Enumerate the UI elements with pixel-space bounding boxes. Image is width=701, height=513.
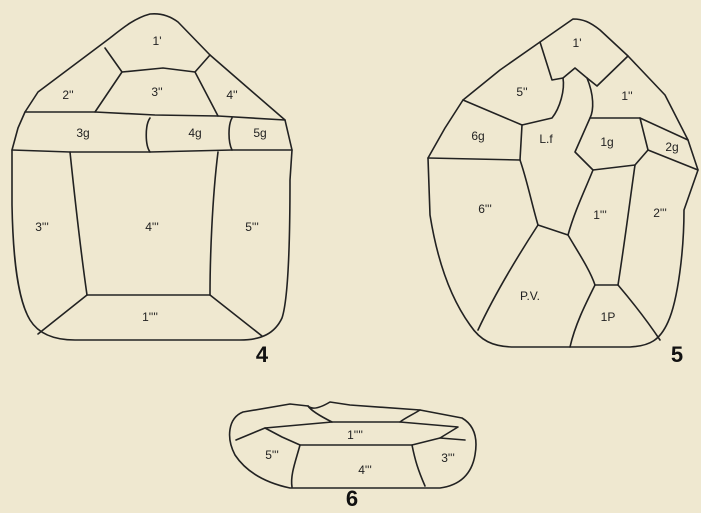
plate-label: P.V. (520, 289, 540, 303)
fig4-suture (210, 152, 218, 295)
fig5-suture (640, 118, 688, 140)
fig5-suture (538, 225, 568, 235)
fig4-suture (105, 48, 210, 72)
fig5-suture (568, 170, 593, 235)
fig5-suture (478, 225, 538, 330)
fig6-suture (412, 445, 425, 486)
fig4-suture (38, 295, 87, 334)
plate-label: 4''' (145, 220, 159, 234)
fig4-suture (12, 150, 292, 152)
plate-label: 4'' (226, 88, 237, 102)
plate-label: 1'''' (347, 428, 363, 442)
plate-label: 1''' (593, 208, 607, 222)
figure-number: 6 (346, 486, 358, 511)
plate-label: 3''' (35, 220, 49, 234)
fig5-suture (540, 42, 628, 86)
fig5-suture (618, 165, 635, 285)
plate-label: 3'' (151, 85, 162, 99)
plate-label: 1' (573, 36, 582, 50)
plate-label: 3g (76, 126, 89, 140)
plate-label: 4g (188, 126, 201, 140)
fig4-suture (95, 72, 122, 112)
fig6-suture (440, 438, 465, 440)
plate-label: 2''' (653, 206, 667, 220)
fig4-suture (229, 118, 232, 150)
figure-number: 5 (671, 342, 683, 367)
figure-number: 4 (256, 342, 269, 367)
plate-label: 1'''' (142, 310, 158, 324)
fig5-suture (522, 78, 563, 125)
fig4-suture (146, 118, 150, 152)
plate-label: 1' (153, 34, 162, 48)
fig4-suture (210, 295, 262, 336)
fig5-suture (587, 78, 593, 118)
figure-6: 1'''' 5''' 3''' 4''' 6 (230, 402, 476, 511)
plate-label: 1P (601, 310, 616, 324)
fig4-outline (12, 14, 292, 340)
figure-4: 1' 2'' 3'' 4'' 3g 4g 5g 3''' 4''' 5''' 1… (12, 14, 292, 367)
fig4-suture (195, 72, 218, 116)
fig5-outline (428, 19, 698, 347)
plate-label: 1'' (621, 89, 632, 103)
plate-label: 2g (665, 140, 678, 154)
fig4-suture (25, 112, 285, 120)
fig4-suture (70, 152, 87, 295)
plate-label: 3''' (441, 451, 455, 465)
plate-label: 5''' (245, 220, 259, 234)
plate-label: L.f (539, 132, 553, 146)
fig5-suture (618, 285, 660, 340)
figure-5: 1' 5'' 1'' 6g L.f 1g 2g 6''' 1''' 2''' P… (428, 19, 698, 367)
fig5-suture (568, 235, 595, 285)
fig5-suture (428, 158, 520, 160)
fig5-suture (520, 160, 538, 225)
plate-label: 6''' (478, 202, 492, 216)
plate-label: 5'' (516, 85, 527, 99)
plate-label: 1g (600, 135, 613, 149)
plate-label: 2'' (62, 88, 73, 102)
plate-label: 5''' (265, 448, 279, 462)
fig6-suture (236, 428, 265, 440)
plate-label: 4''' (358, 463, 372, 477)
fig6-suture (292, 445, 300, 487)
fig6-suture (400, 410, 420, 422)
plate-label: 6g (471, 129, 484, 143)
plate-label: 5g (253, 126, 266, 140)
fig5-suture (570, 285, 595, 347)
